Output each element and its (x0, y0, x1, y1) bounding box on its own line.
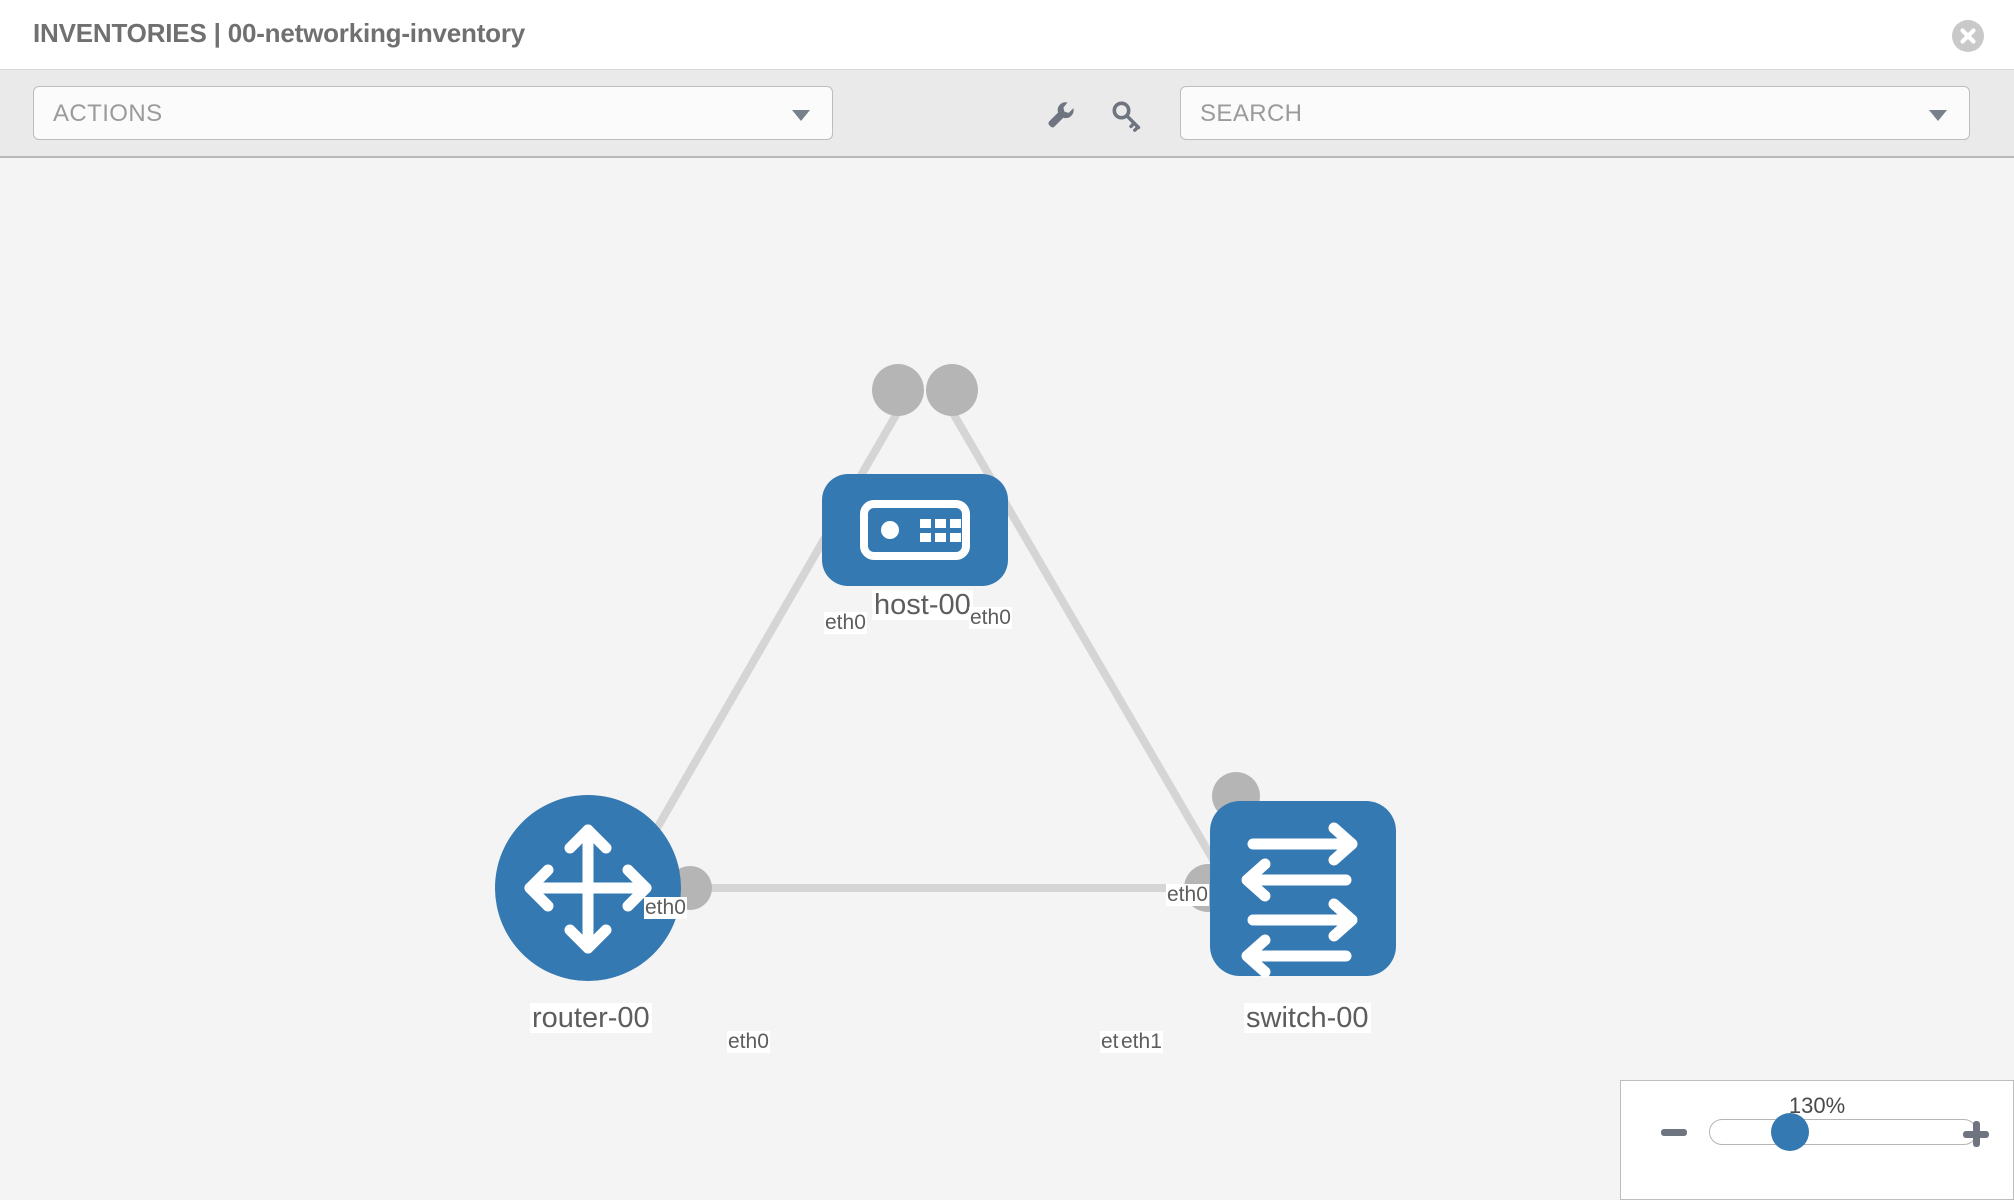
iface-label-router-up: eth0 (644, 896, 687, 920)
topology-canvas[interactable]: host-00 router-00 switch-00 eth0 eth0 et… (0, 158, 2014, 1200)
wrench-icon[interactable] (1043, 98, 1077, 132)
router-icon (524, 824, 652, 954)
node-router-00[interactable] (495, 795, 681, 981)
actions-dropdown[interactable]: ACTIONS (33, 86, 833, 140)
search-input[interactable]: SEARCH (1180, 86, 1970, 140)
zoom-slider-thumb[interactable] (1771, 1113, 1809, 1151)
zoom-in-button[interactable] (1963, 1121, 1989, 1147)
port-host-left (872, 364, 924, 416)
close-icon[interactable] (1952, 20, 1984, 52)
node-host-00[interactable] (822, 474, 1008, 586)
interface-ports (590, 364, 1260, 912)
chevron-down-icon (792, 110, 810, 121)
iface-label-host-left: eth0 (824, 611, 867, 635)
node-switch-00[interactable] (1210, 801, 1396, 978)
node-label-switch-00: switch-00 (1244, 1002, 1371, 1034)
server-icon (860, 500, 970, 560)
toolbar: ACTIONS SEARCH (0, 70, 2014, 158)
page-header: INVENTORIES | 00-networking-inventory (0, 0, 2014, 70)
iface-label-switch-up: eth0 (1166, 883, 1209, 907)
zoom-out-button[interactable] (1661, 1129, 1687, 1136)
search-placeholder: SEARCH (1200, 100, 1303, 127)
search-chevron-down-icon[interactable] (1929, 110, 1947, 121)
iface-label-host-right: eth0 (969, 606, 1012, 630)
zoom-slider-track[interactable] (1709, 1119, 1977, 1145)
switch-icon (1241, 822, 1358, 978)
iface-label-switch-left: eth1 (1120, 1030, 1163, 1054)
iface-label-router-right: eth0 (727, 1030, 770, 1054)
zoom-level-label: 130% (1788, 1093, 1846, 1118)
page-title: INVENTORIES | 00-networking-inventory (33, 18, 526, 48)
port-host-right (926, 364, 978, 416)
key-icon[interactable] (1110, 98, 1144, 132)
topology-graph (495, 364, 1396, 981)
zoom-control-panel: 130% (1620, 1080, 2014, 1200)
node-label-router-00: router-00 (530, 1002, 652, 1034)
node-label-host-00: host-00 (872, 589, 973, 621)
actions-dropdown-label: ACTIONS (53, 100, 163, 127)
